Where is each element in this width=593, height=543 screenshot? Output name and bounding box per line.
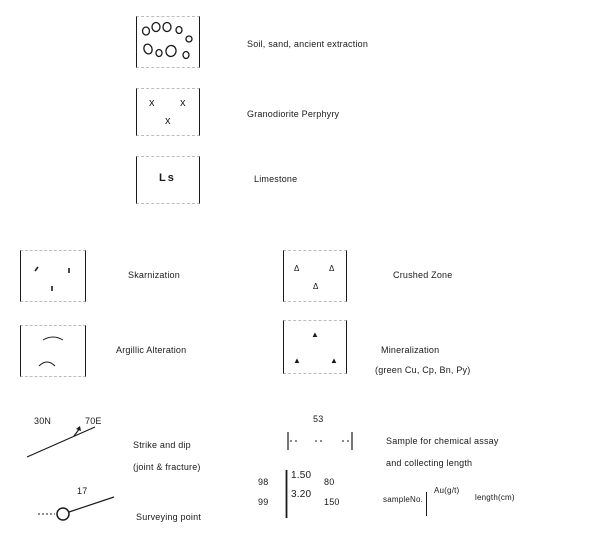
mineralization-triangle-mark: ▲ (293, 356, 301, 365)
soil-label: Soil, sand, ancient extraction (247, 39, 369, 49)
assay-row1-au: 1.50 (291, 470, 312, 481)
sample-length-icon (287, 432, 353, 450)
skarnization-label: Skarnization (128, 270, 180, 280)
limestone-ls-mark: Ls (159, 172, 176, 184)
strike-annotation-right: 70E (85, 416, 102, 426)
soil-pattern-icon (141, 21, 193, 60)
skarnization-pattern-icon (34, 266, 70, 291)
sample-label: Sample for chemical assay (386, 436, 499, 446)
assay-row1-no: 98 (258, 477, 269, 487)
strike-annotation-left: 30N (34, 416, 52, 426)
assay-key-no: sampleNo. (383, 495, 424, 504)
assay-row1-len: 80 (324, 477, 335, 487)
assay-key-au: Au(g/t) (434, 486, 460, 495)
skarnization-symbol-box (20, 250, 86, 302)
limestone-label: Limestone (254, 174, 298, 184)
assay-row2-au: 3.20 (291, 489, 312, 500)
surveying-point-icon (38, 496, 115, 521)
strike-sublabel: (joint & fracture) (133, 462, 201, 472)
mineralization-symbol-box: ▲ ▲ ▲ (283, 320, 347, 374)
granodiorite-x-mark: x (149, 97, 155, 109)
crushed-triangle-mark: Δ (329, 264, 335, 273)
survey-value: 17 (77, 486, 88, 496)
granodiorite-symbol-box: x x x (136, 88, 200, 136)
argillic-pattern-icon (38, 336, 64, 367)
mineralization-sublabel: (green Cu, Cp, Bn, Py) (375, 365, 471, 375)
soil-symbol-box (136, 16, 200, 68)
assay-row2-len: 150 (324, 497, 340, 507)
mineralization-triangle-mark: ▲ (330, 356, 338, 365)
crushed-zone-label: Crushed Zone (393, 270, 453, 280)
sample-sublabel: and collecting length (386, 458, 473, 468)
argillic-label: Argillic Alteration (116, 345, 187, 355)
mineralization-triangle-mark: ▲ (311, 330, 319, 339)
granodiorite-x-mark: x (165, 115, 171, 127)
limestone-symbol-box: Ls (136, 156, 200, 204)
assay-key-len: length(cm) (475, 493, 515, 502)
assay-divider-line (285, 470, 288, 518)
crushed-zone-symbol-box: Δ Δ Δ (283, 250, 347, 302)
sample-top-value: 53 (313, 414, 324, 424)
crushed-triangle-mark: Δ (313, 282, 319, 291)
granodiorite-label: Granodiorite Perphyry (247, 109, 340, 119)
strike-label: Strike and dip (133, 440, 191, 450)
strike-dip-icon (26, 426, 96, 458)
survey-label: Surveying point (136, 512, 202, 522)
mineralization-label: Mineralization (381, 345, 440, 355)
granodiorite-x-mark: x (180, 97, 186, 109)
assay-key-divider (426, 492, 427, 516)
assay-row2-no: 99 (258, 497, 269, 507)
argillic-symbol-box (20, 325, 86, 377)
crushed-triangle-mark: Δ (294, 264, 300, 273)
